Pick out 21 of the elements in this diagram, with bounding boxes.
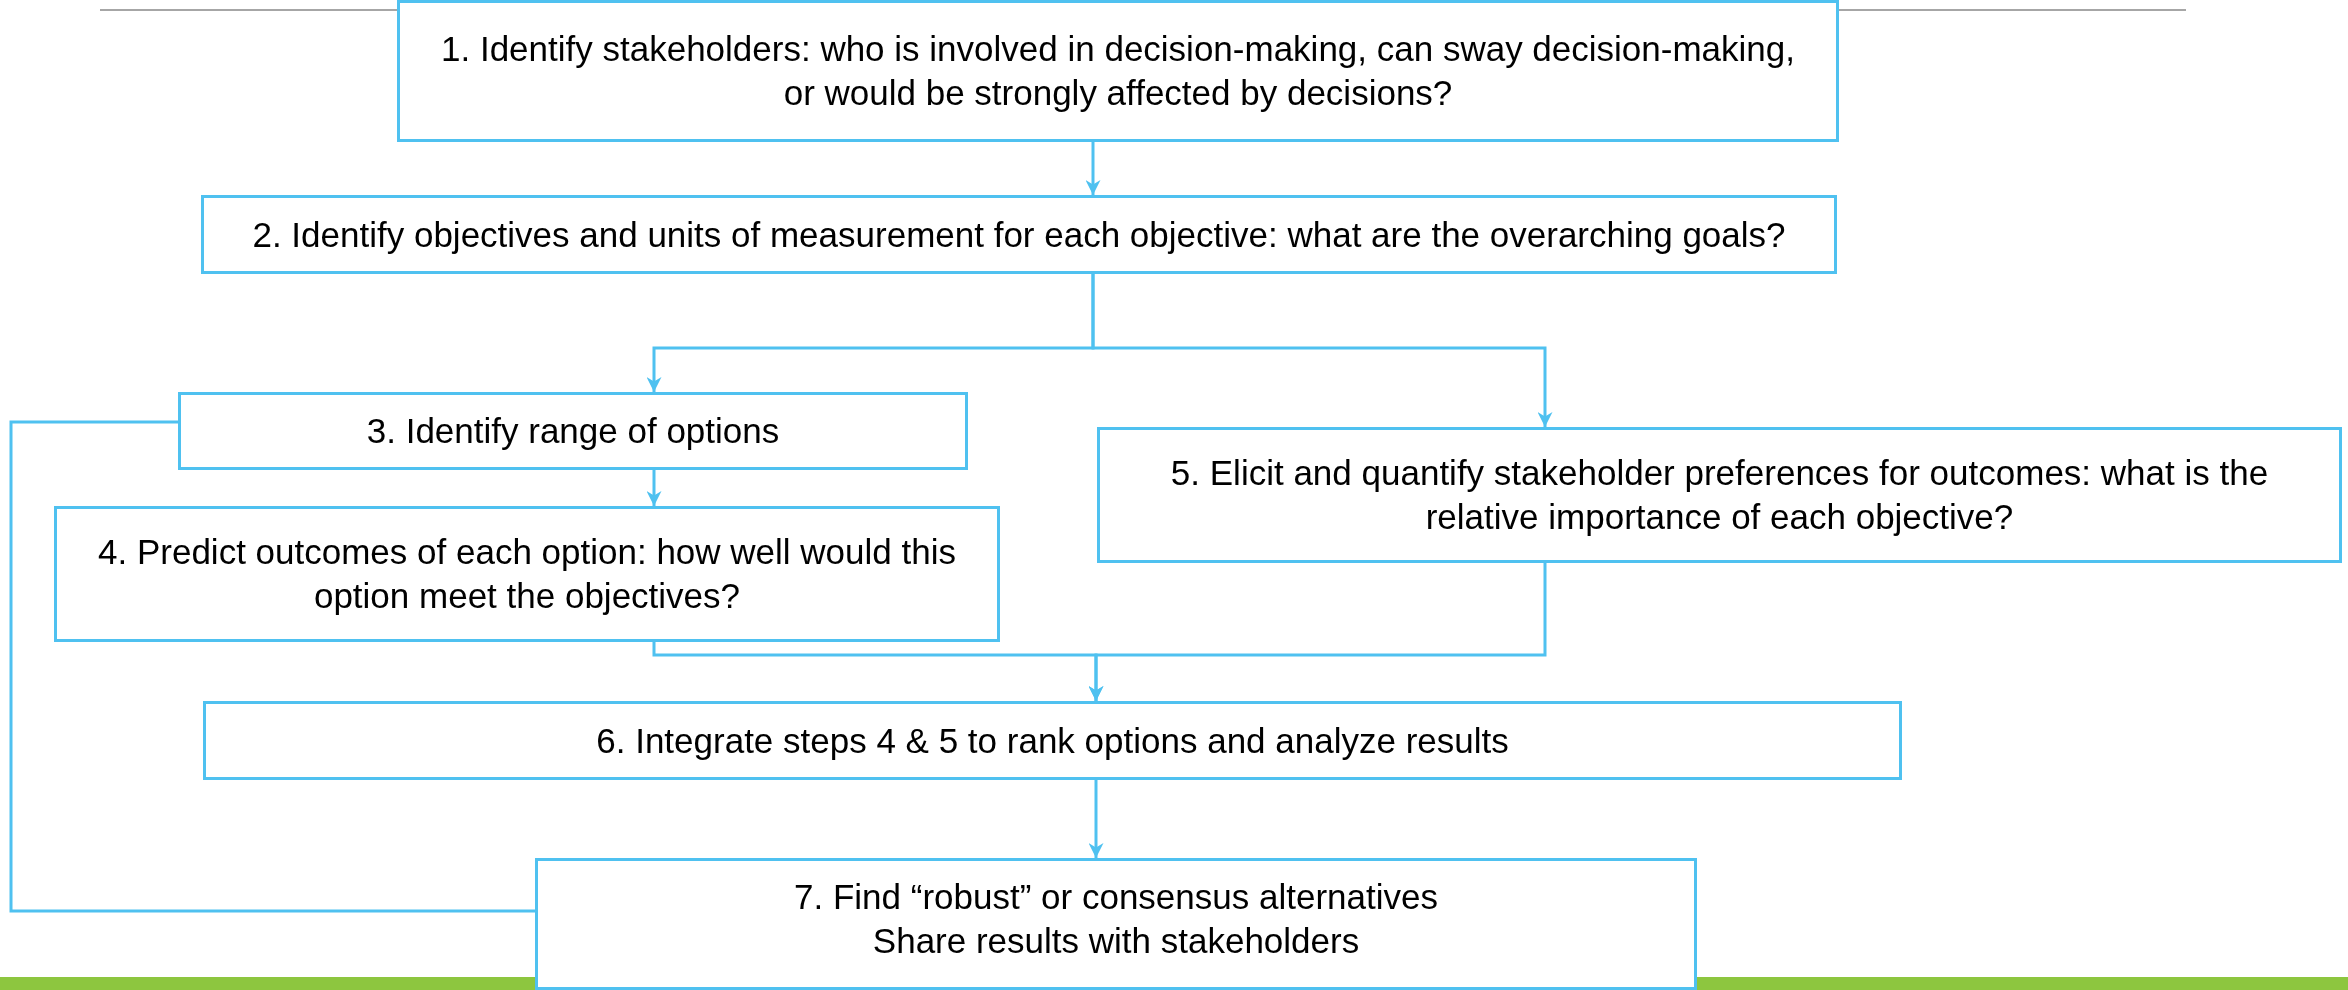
- step-text: 7. Find “robust” or consensus alternatives: [794, 876, 1438, 918]
- step-text: 4. Predict outcomes of each option: how well would this option meet the objectives?: [97, 531, 957, 617]
- process-box: [203, 701, 1902, 780]
- step-text: 1. Identify stakeholders: who is involved in decision-making, can sway decision-making, or would be strongly affected by decisions?: [440, 28, 1796, 114]
- step-text: 5. Elicit and quantify stakeholder preferences for outcomes: what is the relative importance of each objective?: [1169, 452, 2270, 538]
- process-box: [201, 195, 1837, 274]
- connector-line: [9, 420, 535, 913]
- arrow: [1091, 274, 1553, 427]
- arrow: [646, 470, 662, 506]
- process-box: [1097, 427, 2342, 563]
- step-text: 2. Identify objectives and units of measurement for each objective: what are the overarching goals?: [252, 213, 1786, 256]
- step-text: 6. Integrate steps 4 & 5 to rank options and analyze results: [596, 719, 1509, 762]
- process-box: [535, 858, 1697, 990]
- process-box: [54, 506, 1000, 642]
- process-box: [397, 0, 1839, 142]
- arrow: [1088, 780, 1104, 858]
- step-text: Share results with stakeholders: [872, 919, 1360, 962]
- arrow: [1085, 142, 1101, 195]
- process-box: [178, 392, 968, 470]
- step-text: 3. Identify range of options: [366, 410, 780, 453]
- arrow: [1088, 563, 1547, 701]
